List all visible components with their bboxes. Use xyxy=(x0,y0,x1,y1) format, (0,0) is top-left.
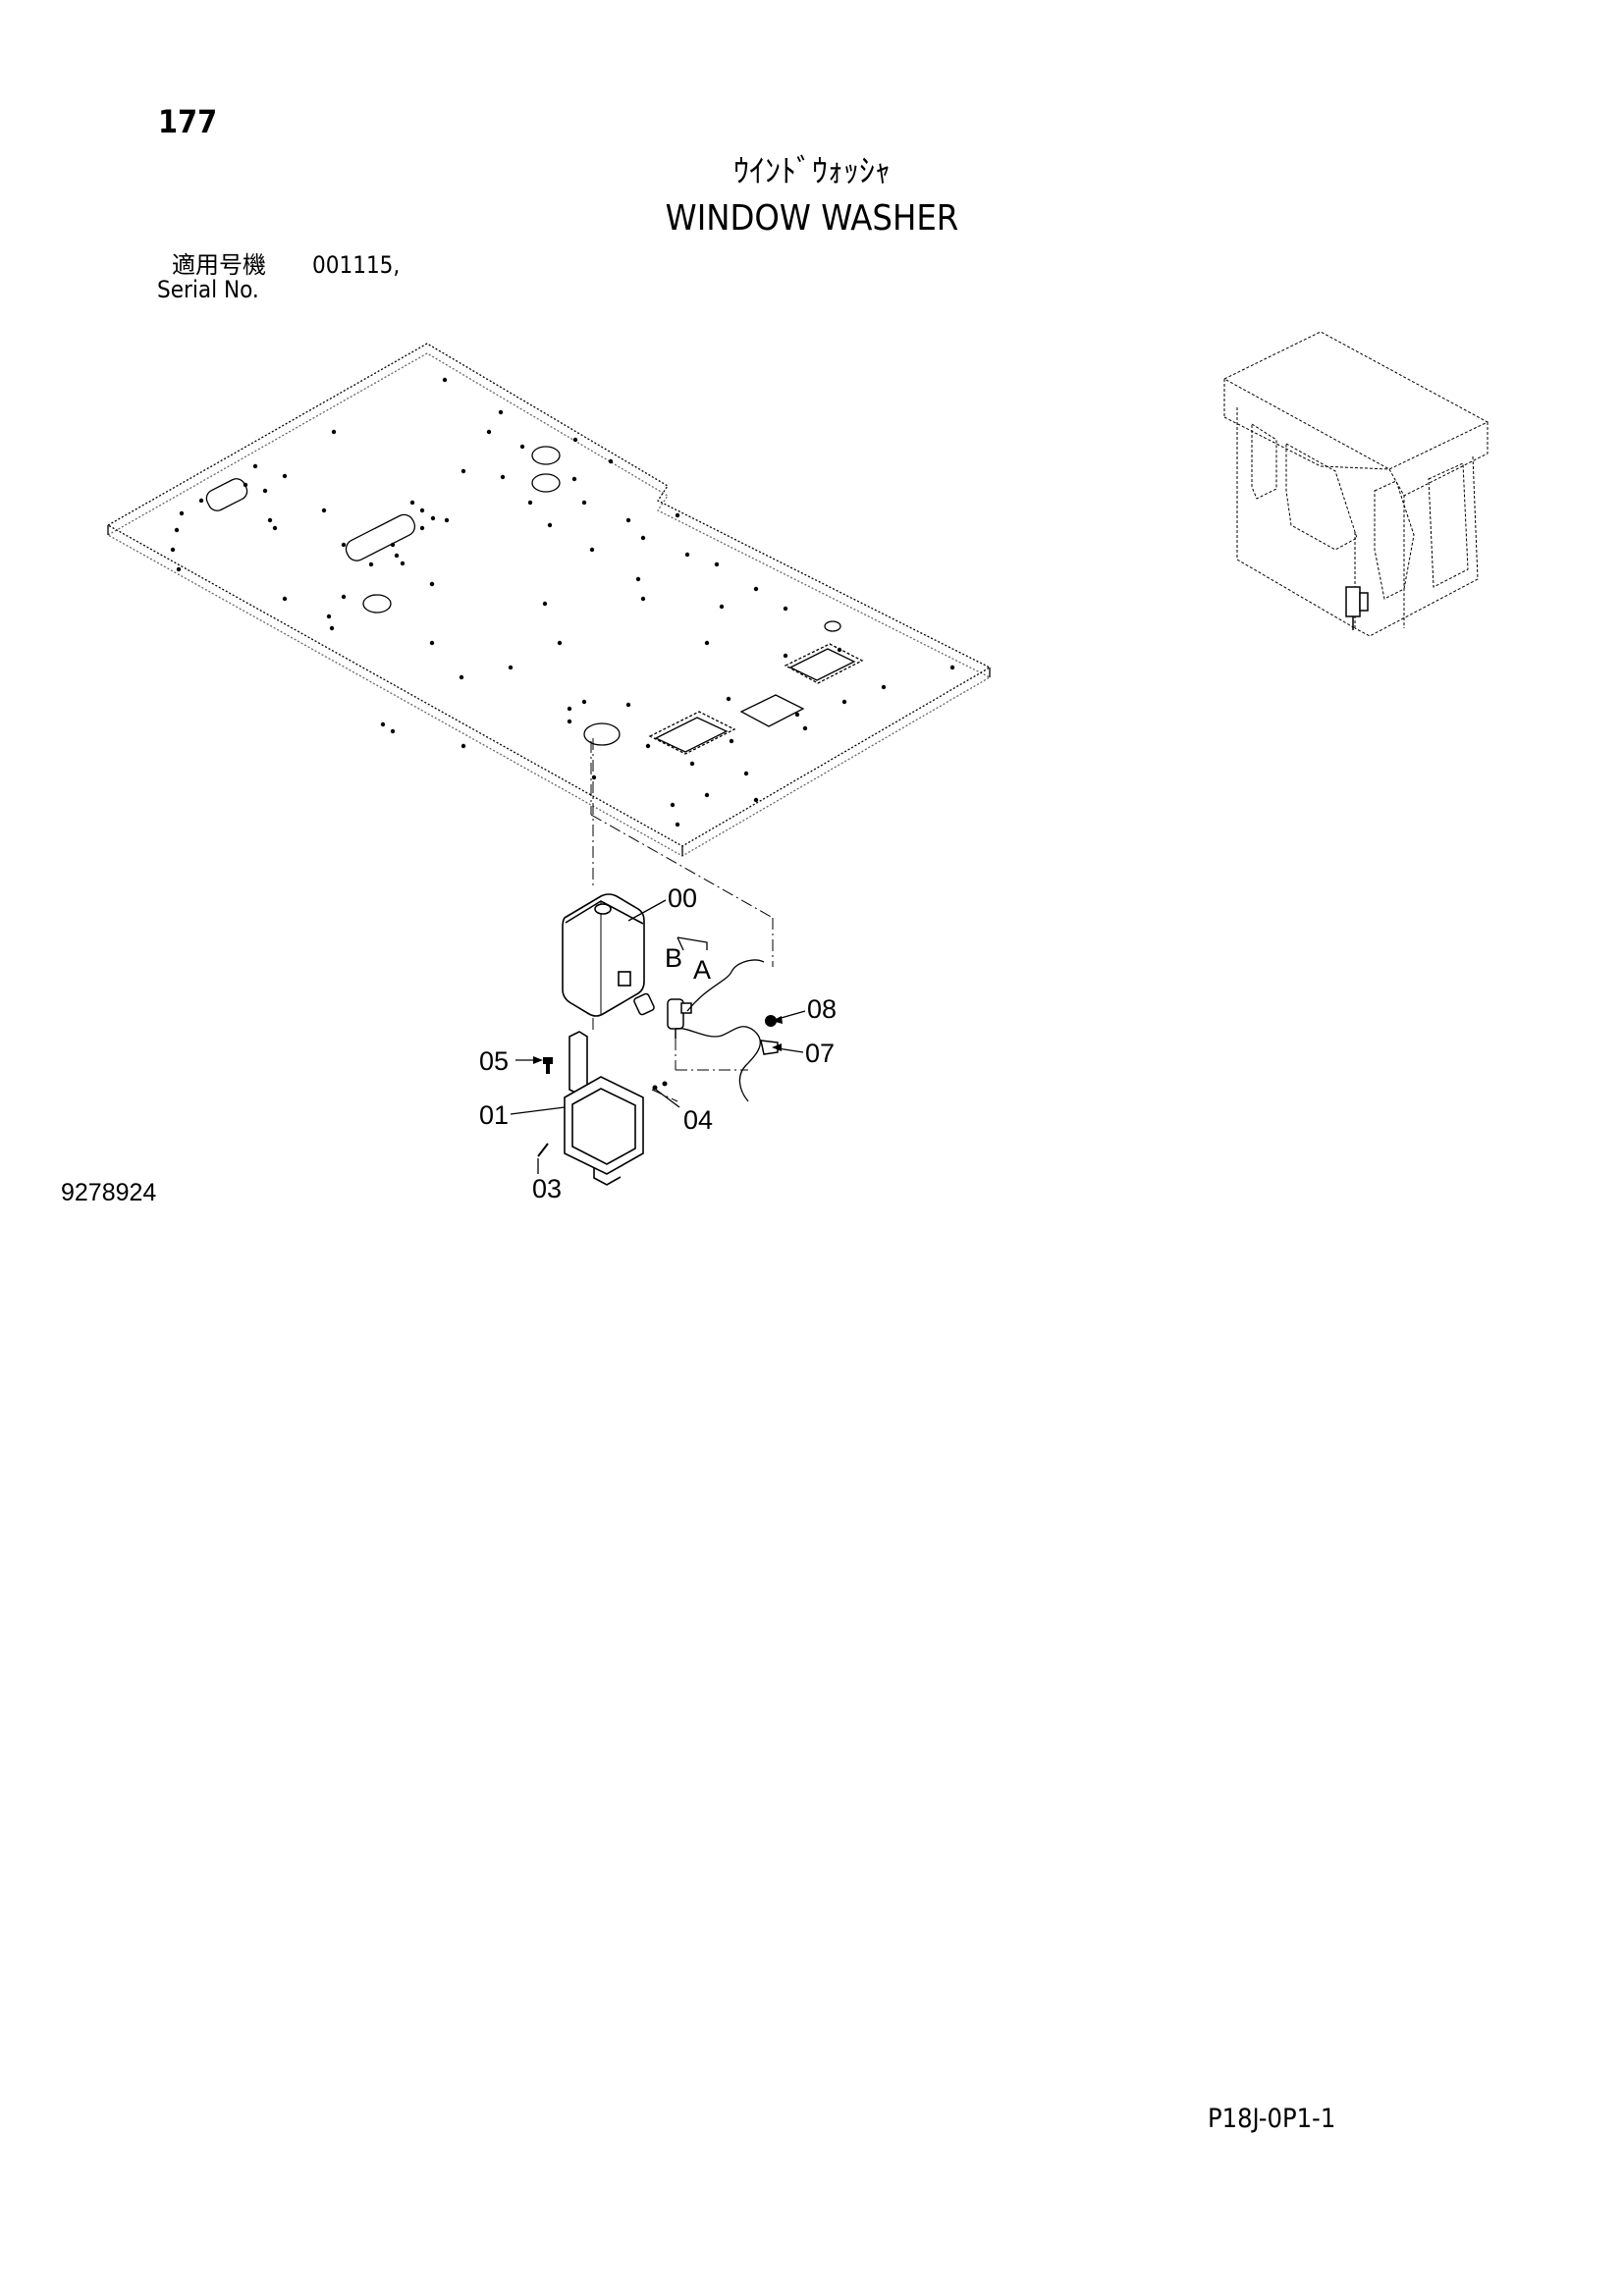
title-english: WINDOW WASHER xyxy=(665,198,959,239)
cab-location-thumbnail xyxy=(1222,331,1489,637)
title-japanese: ｳｲﾝﾄﾞｳｫｯｼｬ xyxy=(732,152,891,189)
bolt-05 xyxy=(543,1057,553,1074)
callout-b: B xyxy=(665,943,682,973)
serial-label-english: Serial No. xyxy=(157,276,259,303)
callout-04: 04 xyxy=(683,1105,713,1135)
washer-tank-00 xyxy=(562,893,645,1017)
callout-03: 03 xyxy=(532,1174,562,1203)
callout-07: 07 xyxy=(805,1039,835,1068)
washer-motor-pump xyxy=(633,992,692,1039)
callout-a: A xyxy=(693,955,711,985)
screw-03 xyxy=(537,1143,549,1157)
leader-lines xyxy=(510,899,806,1174)
callout-05: 05 xyxy=(479,1046,509,1076)
washer-hoses xyxy=(675,959,765,1102)
serial-label-japanese: 適用号機 xyxy=(172,251,266,279)
bracket-01 xyxy=(564,1031,644,1186)
callout-08: 08 xyxy=(807,994,837,1024)
leader-arrowheads xyxy=(533,1016,783,1064)
floor-plate xyxy=(106,343,992,857)
clip-08 xyxy=(765,1015,777,1027)
floor-plate-holes xyxy=(170,377,955,828)
screw-04 xyxy=(652,1081,668,1091)
callout-01: 01 xyxy=(479,1100,509,1130)
serial-value: 001115, xyxy=(312,251,401,279)
page-code: P18J-0P1-1 xyxy=(1208,2104,1336,2134)
assembly-alignment-lines xyxy=(590,738,774,1102)
callout-00: 00 xyxy=(668,883,697,913)
clamp-07 xyxy=(760,1040,779,1055)
page-number: 177 xyxy=(158,103,218,140)
drawing-number: 9278924 xyxy=(61,1179,157,1206)
cab-tank-marker xyxy=(1345,586,1369,630)
